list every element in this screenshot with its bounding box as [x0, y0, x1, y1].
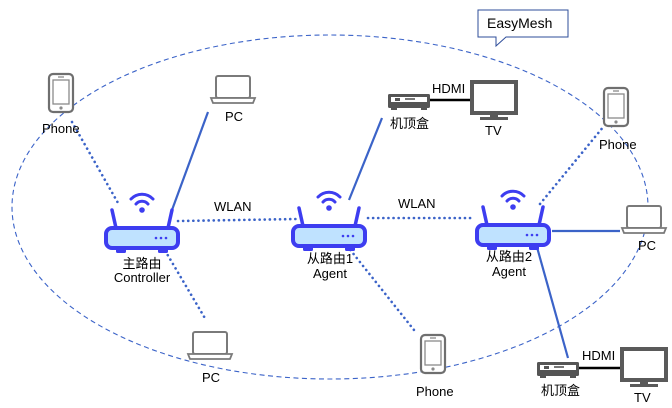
easymesh-callout — [477, 9, 569, 48]
agent1-router-icon — [291, 190, 367, 253]
main-router-label-line1: 主路由 — [122, 256, 162, 271]
phone-bottom-label: Phone — [416, 384, 454, 399]
wlan-link-main-agent1 — [176, 217, 298, 223]
wired-link-stb-top — [347, 117, 384, 201]
main-router-label-line2: Controller — [113, 270, 171, 285]
wired-link-stb-bottom — [533, 239, 570, 359]
phone-bottom-icon — [419, 333, 447, 375]
agent2-router-icon — [475, 189, 551, 252]
tv-top-icon — [470, 80, 518, 122]
phone-topleft-icon — [47, 72, 75, 114]
set-top-box-top-icon — [388, 94, 430, 110]
stb-bottom-label: 机顶盒 — [541, 383, 581, 398]
pc-top-icon — [210, 75, 256, 104]
agent1-label-line2: Agent — [313, 266, 347, 281]
agent2-label-line2: Agent — [492, 264, 526, 279]
pc-right-icon — [621, 205, 667, 234]
hdmi-bottom-label: HDMI — [582, 348, 616, 363]
pc-bottom-label: PC — [202, 370, 221, 385]
pc-right-label: PC — [638, 238, 657, 253]
tv-bottom-label: TV — [634, 390, 651, 405]
phone-topright-icon — [602, 86, 630, 128]
set-top-box-bottom-icon — [537, 362, 579, 378]
wifi-link-phone-topright — [538, 124, 606, 206]
agent2-label-line1: 从路由2 — [485, 249, 533, 264]
easymesh-label: EasyMesh — [487, 15, 553, 31]
wlan-label-right: WLAN — [398, 196, 436, 211]
agent1-label-line1: 从路由1 — [306, 251, 354, 266]
tv-top-label: TV — [485, 123, 502, 138]
tv-bottom-icon — [620, 347, 668, 389]
phone-topleft-label: Phone — [42, 121, 80, 136]
wlan-label-left: WLAN — [214, 199, 252, 214]
wired-link-pc-top — [170, 111, 210, 211]
pc-top-label: PC — [225, 109, 244, 124]
stb-top-label: 机顶盒 — [390, 116, 430, 131]
hdmi-top-label: HDMI — [432, 81, 466, 96]
phone-topright-label: Phone — [599, 137, 637, 152]
wifi-link-phone-topleft — [70, 120, 120, 205]
wifi-link-phone-bottom — [342, 240, 416, 332]
wifi-link-pc-bottom — [158, 240, 208, 322]
pc-bottom-icon — [187, 331, 233, 360]
